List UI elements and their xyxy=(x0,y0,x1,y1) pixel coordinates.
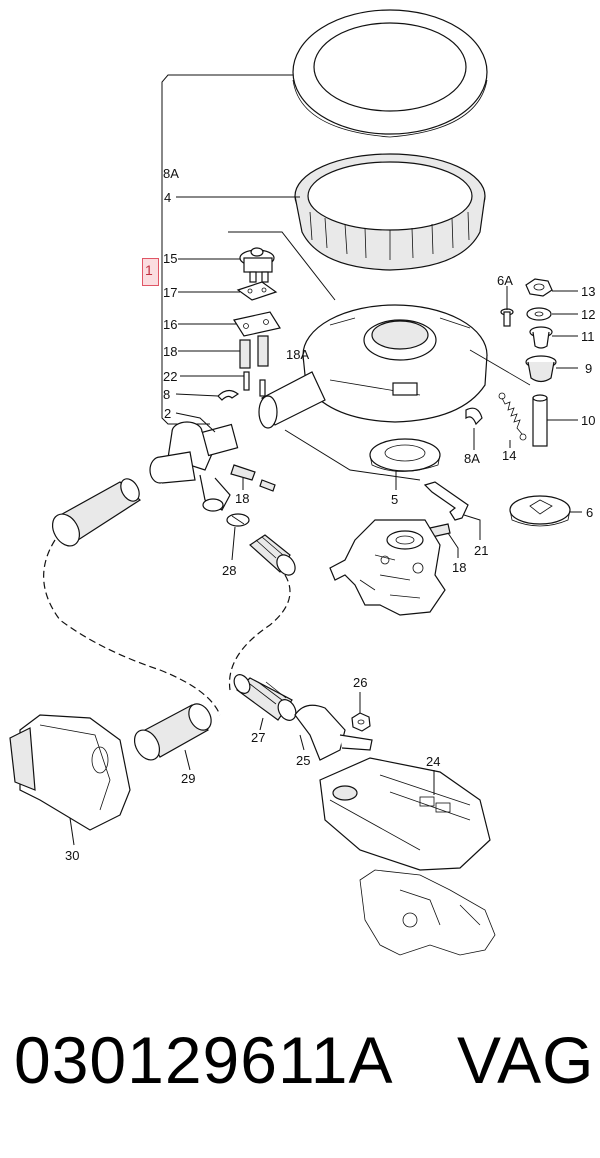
part-housing-snorkel xyxy=(258,371,326,429)
part-16-bracket xyxy=(233,311,281,337)
callout-18-mid: 18 xyxy=(235,491,249,506)
assembly-bracket xyxy=(161,74,300,425)
part-5-gasket xyxy=(369,438,441,472)
callout-29: 29 xyxy=(181,771,195,786)
callout-18-right: 18 xyxy=(452,560,466,575)
callout-6: 6 xyxy=(586,505,593,520)
part-number: 030129611A xyxy=(14,1023,394,1097)
part-filter-lid xyxy=(292,9,488,138)
callout-27: 27 xyxy=(251,730,265,745)
callout-11: 11 xyxy=(581,329,595,344)
callout-30: 30 xyxy=(65,848,79,863)
part-18-sleeve-mid xyxy=(230,464,276,492)
part-8-clip xyxy=(217,389,240,401)
part-sleeve-upper-left xyxy=(51,478,141,547)
hose-route xyxy=(43,539,291,716)
part-6A-bolt xyxy=(500,308,514,327)
callout-9: 9 xyxy=(585,361,592,376)
highlight-marker[interactable] xyxy=(142,258,159,286)
part-15-sensor xyxy=(239,247,275,283)
callout-18A: 18A xyxy=(286,347,309,362)
part-12-washer xyxy=(526,307,552,321)
part-9-mount xyxy=(525,355,557,383)
part-29-sleeve xyxy=(133,703,212,761)
callout-14: 14 xyxy=(502,448,516,463)
part-filter-housing xyxy=(302,304,488,423)
part-18-sleeves xyxy=(239,335,269,369)
part-11-grommet xyxy=(529,326,553,349)
callout-5: 5 xyxy=(391,492,398,507)
part-10-stud xyxy=(469,349,548,447)
part-25-pipe xyxy=(294,704,373,761)
brand-name: VAG xyxy=(457,1023,595,1097)
part-22-pin xyxy=(243,371,266,397)
callout-8A-right: 8A xyxy=(464,451,480,466)
part-engine-fragment xyxy=(359,869,496,956)
callout-18-left: 18 xyxy=(163,344,177,359)
callout-24: 24 xyxy=(426,754,440,769)
callout-10: 10 xyxy=(581,413,595,428)
callout-labels: 8A 4 15 17 16 18 18A 22 8 2 6A 13 12 11 … xyxy=(65,166,595,863)
part-17-gasket xyxy=(236,281,278,301)
footer: 030129611A VAG xyxy=(0,1022,600,1132)
part-30-shroud xyxy=(9,714,131,831)
part-14-spring xyxy=(498,392,527,441)
callout-22: 22 xyxy=(163,369,177,384)
callout-6A: 6A xyxy=(497,273,513,288)
part-filter-element xyxy=(294,153,486,271)
part-6-plate xyxy=(509,495,571,527)
part-26-nut xyxy=(351,712,371,732)
callout-21: 21 xyxy=(474,543,488,558)
callout-26: 26 xyxy=(353,675,367,690)
part-28-clamp xyxy=(226,513,250,527)
callout-8: 8 xyxy=(163,387,170,402)
callout-4: 4 xyxy=(164,190,171,205)
part-24-manifold xyxy=(319,757,491,871)
part-8A-clip xyxy=(465,407,483,426)
part-2-valve xyxy=(149,421,239,512)
callout-16: 16 xyxy=(163,317,177,332)
part-27-bellows xyxy=(233,674,297,721)
callout-13: 13 xyxy=(581,284,595,299)
callout-12: 12 xyxy=(581,307,595,322)
part-28-bellows xyxy=(249,534,296,576)
callout-15: 15 xyxy=(163,251,177,266)
callout-17: 17 xyxy=(163,285,177,300)
callout-2: 2 xyxy=(164,406,171,421)
highlight-label: 1 xyxy=(145,262,153,278)
leader-lines xyxy=(69,196,582,846)
exploded-parts-diagram: 8A 4 15 17 16 18 18A 22 8 2 6A 13 12 11 … xyxy=(9,9,595,956)
callout-28: 28 xyxy=(222,563,236,578)
part-21-hose xyxy=(423,481,469,521)
callout-25: 25 xyxy=(296,753,310,768)
part-13-nut xyxy=(525,278,553,297)
part-carburettor xyxy=(329,519,446,616)
callout-8A-left: 8A xyxy=(163,166,179,181)
